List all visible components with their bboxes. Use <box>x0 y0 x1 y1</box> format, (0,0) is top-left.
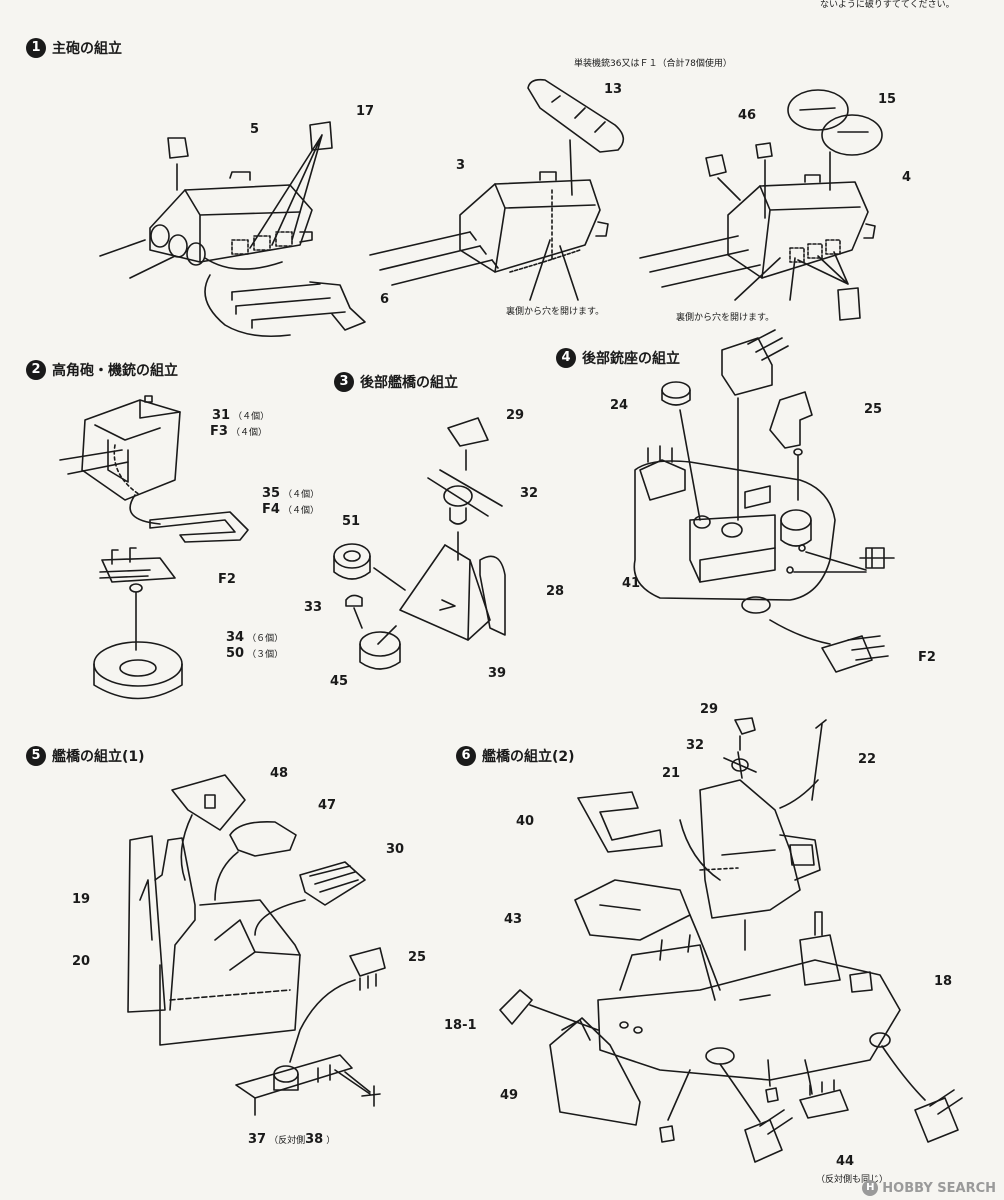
turret-3-drawing <box>369 78 625 301</box>
header-note: ないように破りすててください。 <box>820 0 955 10</box>
part-37-note: （反対側 <box>269 1136 306 1146</box>
watermark-text: HOBBY SEARCH <box>882 1180 996 1196</box>
section-3-title: 3 後部艦橋の組立 <box>334 372 458 392</box>
part-34-quantity: （６個） <box>247 634 284 644</box>
part-37-label: 37（反対側38） <box>248 1132 335 1147</box>
section-6-title: 6 艦橋の組立(2) <box>456 746 575 766</box>
part-F3-number: F3 <box>210 424 228 439</box>
part-18-1-label: 18-1 <box>444 1018 477 1033</box>
section-3-label: 後部艦橋の組立 <box>360 375 458 391</box>
part-46-label: 46 <box>738 108 757 123</box>
part-45-label: 45 <box>330 674 349 689</box>
section-2-number: 2 <box>26 360 46 380</box>
part-39-label: 39 <box>488 666 507 681</box>
part-38-close: ） <box>326 1136 336 1146</box>
part-34-label: 34（６個） <box>226 630 283 645</box>
part-49-label: 49 <box>500 1088 519 1103</box>
section-6-number: 6 <box>456 746 476 766</box>
part-44-label: 44 <box>836 1154 855 1169</box>
bridge-1-drawing <box>127 774 386 1116</box>
section-3-number: 3 <box>334 372 354 392</box>
section-4-number: 4 <box>556 348 576 368</box>
part-25-label-b: 25 <box>408 950 427 965</box>
part-F2-label-a: F2 <box>218 572 236 587</box>
part-21-label: 21 <box>662 766 681 781</box>
part-6-label: 6 <box>380 292 390 307</box>
part-50-quantity: （３個） <box>247 650 284 660</box>
rear-bridge-drawing <box>333 417 506 670</box>
section-5-label: 艦橋の組立(1) <box>52 749 145 765</box>
part-F4-label: F4（４個） <box>262 502 319 517</box>
section-1-label: 主砲の組立 <box>52 41 122 57</box>
part-19-label: 19 <box>72 892 91 907</box>
part-37-number: 37 <box>248 1132 267 1147</box>
part-31-quantity: （４個） <box>233 412 270 422</box>
part-47-label: 47 <box>318 798 337 813</box>
part-35-number: 35 <box>262 486 281 501</box>
part-15-label: 15 <box>878 92 897 107</box>
section-1-title: 1 主砲の組立 <box>26 38 122 58</box>
part-51-label: 51 <box>342 514 361 529</box>
part-F2-label-b: F2 <box>918 650 936 665</box>
section-2-title: 2 高角砲・機銃の組立 <box>26 360 178 380</box>
part-35-quantity: （４個） <box>283 490 320 500</box>
part-F4-quantity: （４個） <box>282 506 319 516</box>
part-13-label: 13 <box>604 82 623 97</box>
part-35-label: 35（４個） <box>262 486 319 501</box>
section-5-number: 5 <box>26 746 46 766</box>
bridge-2-drawing <box>499 717 963 1163</box>
part-44-note: （反対側も同じ） <box>816 1175 889 1185</box>
rear-gun-platform-drawing <box>633 329 895 673</box>
part-F3-label: F3（４個） <box>210 424 267 439</box>
part-25-label-a: 25 <box>864 402 883 417</box>
section-6-label: 艦橋の組立(2) <box>482 749 575 765</box>
watermark-logo: H <box>862 1180 879 1196</box>
turret-4-drawing <box>639 89 883 321</box>
part-20-label: 20 <box>72 954 91 969</box>
watermark: H HOBBY SEARCH <box>862 1180 996 1196</box>
part-22-label: 22 <box>858 752 877 767</box>
section-1-number: 1 <box>26 38 46 58</box>
section-4-title: 4 後部銃座の組立 <box>556 348 680 368</box>
aa-gun-drawing <box>59 395 249 700</box>
part-50-label: 50（３個） <box>226 646 283 661</box>
part-50-number: 50 <box>226 646 245 661</box>
machine-gun-note: 単装機銃36又はＦ１（合計78個使用） <box>574 59 732 69</box>
part-17-label: 17 <box>356 104 375 119</box>
part-31-number: 31 <box>212 408 231 423</box>
part-18-label: 18 <box>934 974 953 989</box>
part-F4-number: F4 <box>262 502 280 517</box>
hole-note-right: 裏側から穴を開けます。 <box>676 313 775 323</box>
part-24-label: 24 <box>610 398 629 413</box>
part-34-number: 34 <box>226 630 245 645</box>
part-28-label: 28 <box>546 584 565 599</box>
part-32-label-a: 32 <box>520 486 539 501</box>
part-38-number: 38 <box>305 1132 324 1147</box>
part-3-label: 3 <box>456 158 466 173</box>
part-29-label-a: 29 <box>506 408 525 423</box>
part-5-label: 5 <box>250 122 260 137</box>
part-32-label-b: 32 <box>686 738 705 753</box>
part-33-label: 33 <box>304 600 323 615</box>
part-F3-quantity: （４個） <box>230 428 267 438</box>
part-41-label: 41 <box>622 576 641 591</box>
part-30-label: 30 <box>386 842 405 857</box>
section-4-label: 後部銃座の組立 <box>582 351 680 367</box>
part-4-label: 4 <box>902 170 912 185</box>
section-2-label: 高角砲・機銃の組立 <box>52 363 178 379</box>
section-5-title: 5 艦橋の組立(1) <box>26 746 145 766</box>
part-43-label: 43 <box>504 912 523 927</box>
part-31-label: 31（４個） <box>212 408 269 423</box>
turret-5-drawing <box>99 121 366 338</box>
hole-note-left: 裏側から穴を開けます。 <box>506 307 605 317</box>
part-40-label: 40 <box>516 814 535 829</box>
part-29-label-b: 29 <box>700 702 719 717</box>
part-48-label: 48 <box>270 766 289 781</box>
